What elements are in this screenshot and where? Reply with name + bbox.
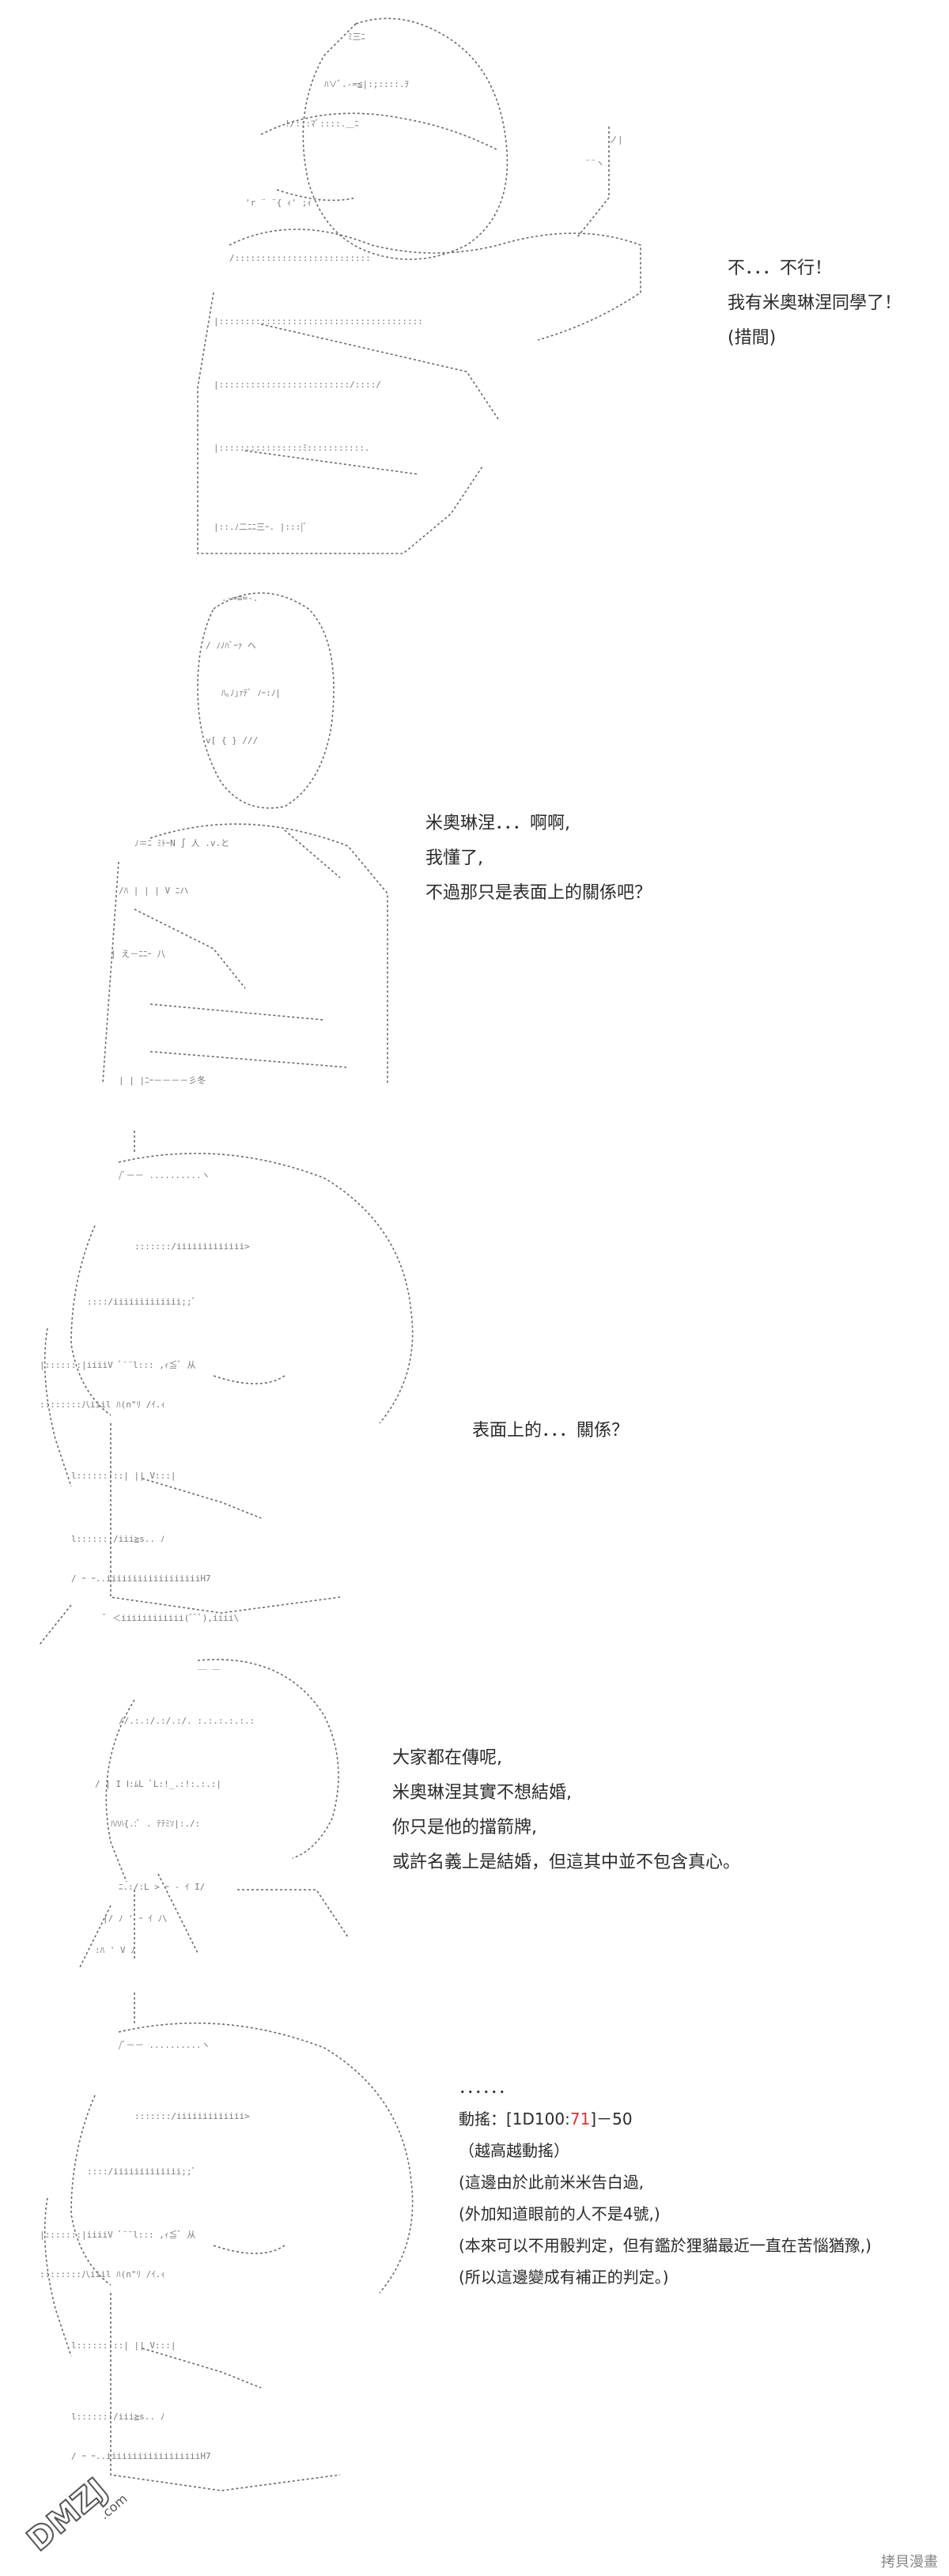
dialogue-line: （越高越動搖） <box>459 2141 569 2160</box>
svg-text:|::.ﾉ二ﾆﾆ三ｰ. |:::|ﾞ: |::.ﾉ二ﾆﾆ三ｰ. |:::|ﾞ <box>214 522 308 532</box>
svg-text:/::::::::::::::::::::::::::: /:::::::::::::::::::::::::: <box>229 253 371 263</box>
dice-prefix: 動搖：[1D100: <box>459 2110 570 2128</box>
character-art-5: /ﾞ－－ ..........ヽ :::::::/iiiiiiiiiiiii> … <box>24 1977 435 2530</box>
svg-text:| え－ﾆﾆｰ 八: | え－ﾆﾆｰ 八 <box>111 949 165 959</box>
dmzj-logo: DMZJ .com <box>11 2451 130 2570</box>
svg-text:::::/iiiiiiiiiiiii;;ﾞ: ::::/iiiiiiiiiiiii;;ﾞ <box>87 1297 196 1307</box>
svg-text:l:::::::::| || V:::|: l:::::::::| || V:::| <box>71 1471 176 1481</box>
dialogue-box-5: ．．．．．． 動搖：[1D100:71]－50 （越高越動搖） (這邊由於此前米… <box>459 2072 871 2293</box>
ascii-art-figure-3: /ﾞ－－ ..........ヽ :::::::/iiiiiiiiiiiii> … <box>39 1131 414 1645</box>
svg-text:ﾞ ＜iiiiiiiiiiii(ﾞﾞﾞ),iiii\: ﾞ ＜iiiiiiiiiiii(ﾞﾞﾞ),iiii\ <box>103 1613 239 1623</box>
dialogue-line: 不．．．不行！ <box>728 259 833 278</box>
dialogue-line: 或許名義上是結婚，但這其中並不包含真心。 <box>392 1853 741 1872</box>
dialogue-line: (措間) <box>728 328 777 348</box>
svg-text:l:::::::/iii≧s.. ﾉ: l:::::::/iii≧s.. ﾉ <box>71 2412 164 2422</box>
ascii-art-figure-2: .-=≡=-. / ﾉﾉﾊﾞｰｧ へ ﾊ｡ﾉ｣ｧﾃﾞ ﾉｰ:ﾉ| v[ { } … <box>102 592 388 1086</box>
dialogue-line: 我有米奧琳涅同學了！ <box>728 293 902 313</box>
svg-text:|:::::::::::::::::::::::::::::: |::::::::::::::::::::::::::::::::::::::: <box>214 316 423 327</box>
panel-5: /ﾞ－－ ..........ヽ :::::::/iiiiiiiiiiiii> … <box>0 1977 949 2576</box>
character-art-2: .-=≡=-. / ﾉﾉﾊﾞｰｧ へ ﾊ｡ﾉ｣ｧﾃﾞ ﾉｰ:ﾉ| v[ { } … <box>87 577 419 1099</box>
svg-text:ﾊ∨ﾞ.-=≦|:;::::.ｦ: ﾊ∨ﾞ.-=≦|:;::::.ｦ <box>324 79 409 89</box>
svg-text:!/:::ﾏﾞ::::.＿ﾆ: !/:::ﾏﾞ::::.＿ﾆ <box>285 119 359 129</box>
svg-text:.-=≡=-.: .-=≡=-. <box>221 593 258 603</box>
character-art-4: ＿ ＿ //.:.:/.:/.:/. :.:.:.:.:.: / | I Ⅰ:ﾑ… <box>63 1652 364 1969</box>
dialogue-line: 米奧琳涅其實不想結婚, <box>392 1783 572 1803</box>
svg-text:|:::::::::::::::::::::::::/:::: |:::::::::::::::::::::::::/::::/ <box>214 380 381 390</box>
svg-text:ﾆ.:/:L > ｰ - ｲ I/: ﾆ.:/:L > ｰ - ｲ I/ <box>119 1882 205 1892</box>
svg-text:v[ { } ///: v[ { } /// <box>206 735 258 746</box>
svg-text:l:::::::::| || V:::|: l:::::::::| || V:::| <box>71 2340 176 2351</box>
svg-text::::::::/iiiiiiiiiiiii>: :::::::/iiiiiiiiiiiii> <box>134 2111 250 2121</box>
dice-roll-line: 動搖：[1D100:71]－50 <box>459 2103 871 2135</box>
svg-text:¨¨ヽ: ¨¨ヽ <box>585 158 604 168</box>
svg-text:::::::::八iiil ﾊ(n"ﾘ /ｲ.ｨ: ::::::::八iiil ﾊ(n"ﾘ /ｲ.ｨ <box>40 1399 165 1410</box>
svg-text:| | |ﾆｰ－－－－彡冬: | | |ﾆｰ－－－－彡冬 <box>119 1075 206 1086</box>
svg-text:::::::::八iiil ﾊ(n"ﾘ /ｲ.ｨ: ::::::::八iiil ﾊ(n"ﾘ /ｲ.ｨ <box>40 2269 165 2279</box>
svg-text::::::::/iiiiiiiiiiiii>: :::::::/iiiiiiiiiiiii> <box>134 1241 250 1252</box>
svg-text:ﾐ三ﾆ: ﾐ三ﾆ <box>348 32 365 42</box>
svg-text:ﾊﾊﾊ{.:ﾞ . ﾃﾃﾐｿ|:./:: ﾊﾊﾊ{.:ﾞ . ﾃﾃﾐｿ|:./: <box>111 1819 200 1829</box>
svg-text:/ﾊ | | | V ﾆハ: /ﾊ | | | V ﾆハ <box>119 886 188 896</box>
svg-text:/ﾞ－－ ..........ヽ: /ﾞ－－ ..........ヽ <box>119 1170 210 1180</box>
svg-text:|/ ﾉ ' ｰ ｲ ﾉ\: |/ ﾉ ' ｰ ｲ ﾉ\ <box>103 1913 168 1924</box>
svg-text:ﾊ｡ﾉ｣ｧﾃﾞ ﾉｰ:ﾉ|: ﾊ｡ﾉ｣ｧﾃﾞ ﾉｰ:ﾉ| <box>221 688 281 698</box>
svg-text:/ﾞ－－ ..........ヽ: /ﾞ－－ ..........ヽ <box>119 2040 210 2050</box>
svg-text:ノ|: ノ| <box>609 134 623 145</box>
ellipsis-line: ．．．．．． <box>459 2078 514 2097</box>
dialogue-line: 米奧琳涅．．．啊啊, <box>425 814 570 833</box>
dialogue-box-3: 表面上的．．．關係？ <box>472 1414 629 1449</box>
svg-text:|::::::::::::::::ﾐ:::::::::::.: |::::::::::::::::ﾐ:::::::::::. <box>214 443 370 453</box>
svg-text:'r ¨ ¨{ ｨ' ;ｨ ': 'r ¨ ¨{ ｨ' ;ｨ ' <box>245 198 322 208</box>
dialogue-line: 我懂了, <box>425 848 483 868</box>
dice-suffix: ]－50 <box>590 2110 633 2128</box>
svg-text:/ | I Ⅰ:ﾑL ﾞL:!_.:!:.:.:|: / | I Ⅰ:ﾑL ﾞL:!_.:!:.:.:| <box>95 1779 221 1789</box>
dice-roll-value: 71 <box>569 2110 591 2128</box>
svg-text:|:::::::|iiiiV ﾞ¨¨l::: ,ｨ≦ﾞ: |:::::::|iiiiV ﾞ¨¨l::: ,ｨ≦ﾞ 从 <box>40 2229 195 2240</box>
panel-3: /ﾞ－－ ..........ヽ :::::::/iiiiiiiiiiiii> … <box>0 1107 949 1645</box>
svg-text:/ ｰ ｰ..iiiiiiiiiiiiiiiiiiH7: / ｰ ｰ..iiiiiiiiiiiiiiiiiiH7 <box>71 2451 211 2461</box>
svg-text:l:::::::/iii≧s.. ﾉ: l:::::::/iii≧s.. ﾉ <box>71 1534 164 1544</box>
svg-text:|:::::::|iiiiV ﾞ¨¨l::: ,ｨ≦ﾞ: |:::::::|iiiiV ﾞ¨¨l::: ,ｨ≦ﾞ 从 <box>40 1359 195 1370</box>
dialogue-box-2: 米奧琳涅．．．啊啊, 我懂了, 不過那只是表面上的關係吧？ <box>425 806 652 911</box>
panel-4: ＿ ＿ //.:.:/.:/.:/. :.:.:.:.:.: / | I Ⅰ:ﾑ… <box>0 1652 949 1969</box>
dialogue-line: 不過那只是表面上的關係吧？ <box>425 883 652 903</box>
svg-text:::::/iiiiiiiiiiiii;;ﾞ: ::::/iiiiiiiiiiiii;;ﾞ <box>87 2166 196 2177</box>
dialogue-line: (所以這邊變成有補正的判定。) <box>459 2268 669 2287</box>
dialogue-box-4: 大家都在傳呢, 米奧琳涅其實不想結婚, 你只是他的擋箭牌, 或許名義上是結婚，但… <box>392 1741 740 1880</box>
svg-text:ﾉ＝ﾆ ﾐﾄｰN ∫ 人 .v.と: ﾉ＝ﾆ ﾐﾄｰN ∫ 人 .v.と <box>134 838 229 848</box>
svg-text://.:.:/.:/.:/. :.:.:.:.:.:: //.:.:/.:/.:/. :.:.:.:.:.: <box>119 1716 255 1726</box>
ascii-art-figure-4: ＿ ＿ //.:.:/.:/.:/. :.:.:.:.:.: / | I Ⅰ:ﾑ… <box>78 1659 349 1969</box>
dialogue-line: (本來可以不用骰判定，但有鑑於狸貓最近一直在苦惱猶豫,) <box>459 2236 871 2255</box>
character-art-1: ﾐ三ﾆ ﾊ∨ﾞ.-=≦|:;::::.ｦ !/:::ﾏﾞ::::.＿ﾆ 'r ¨… <box>166 8 672 561</box>
dialogue-box-1: 不．．．不行！ 我有米奧琳涅同學了！ (措間) <box>728 251 902 356</box>
dialogue-line: (這邊由於此前米米告白過, <box>459 2173 645 2192</box>
ascii-art-figure-5: /ﾞ－－ ..........ヽ :::::::/iiiiiiiiiiiii> … <box>40 1992 414 2491</box>
dialogue-line: (外加知道眼前的人不是4號,) <box>459 2204 660 2223</box>
character-art-3: /ﾞ－－ ..........ヽ :::::::/iiiiiiiiiiiii> … <box>24 1107 435 1645</box>
dialogue-line: 你只是他的擋箭牌, <box>392 1818 537 1838</box>
dmzj-watermark-icon: DMZJ .com <box>20 2471 130 2559</box>
svg-text:/ ｰ ｰ..iiiiiiiiiiiiiiiiiiH7: / ｰ ｰ..iiiiiiiiiiiiiiiiiiH7 <box>71 1573 211 1584</box>
svg-text:/ ﾉﾉﾊﾞｰｧ へ: / ﾉﾉﾊﾞｰｧ へ <box>206 640 256 651</box>
dialogue-line: 大家都在傳呢, <box>392 1748 502 1768</box>
svg-text::ﾊ ' V ﾉ: :ﾊ ' V ﾉ <box>95 1945 135 1955</box>
panel-1: ﾐ三ﾆ ﾊ∨ﾞ.-=≦|:;::::.ｦ !/:::ﾏﾞ::::.＿ﾆ 'r ¨… <box>0 0 949 569</box>
dialogue-line: 表面上的．．．關係？ <box>472 1421 630 1441</box>
footer-credit: 拷貝漫畫 <box>881 2554 938 2570</box>
ascii-art-figure-1: ﾐ三ﾆ ﾊ∨ﾞ.-=≦|:;::::.ｦ !/:::ﾏﾞ::::.＿ﾆ 'r ¨… <box>197 17 641 554</box>
panel-2: .-=≡=-. / ﾉﾉﾊﾞｰｧ へ ﾊ｡ﾉ｣ｧﾃﾞ ﾉｰ:ﾉ| v[ { } … <box>0 577 949 1099</box>
svg-text:＿ ＿: ＿ ＿ <box>198 1660 221 1671</box>
